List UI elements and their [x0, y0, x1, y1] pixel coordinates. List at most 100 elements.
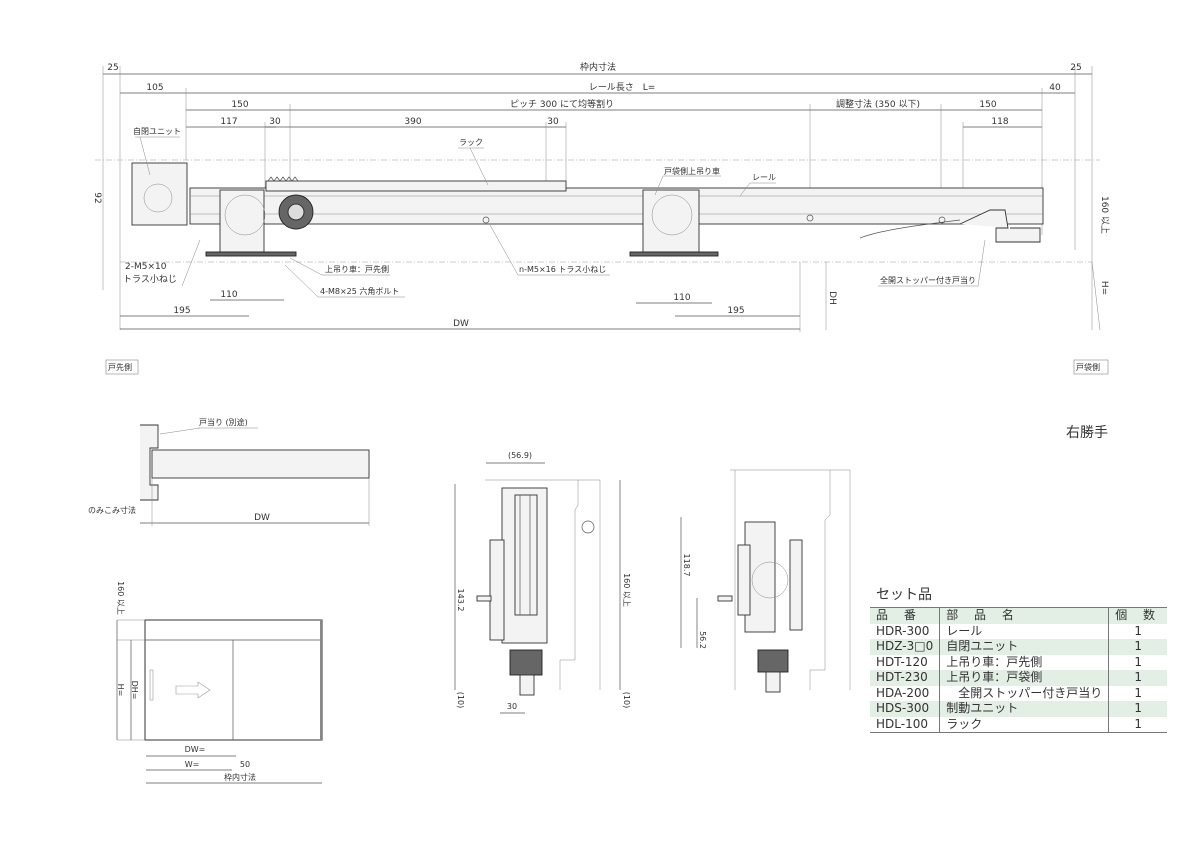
- label-screw-n: n-M5×16 トラス小ねじ: [519, 265, 606, 274]
- stopper: [959, 209, 1041, 243]
- dim-110-right: 110: [673, 293, 690, 303]
- label-front-side: 戸先側: [108, 362, 132, 372]
- sec-10-right: (10): [622, 692, 631, 708]
- label-bolt: 4-M8×25 六角ボルト: [320, 286, 399, 296]
- dim-118: 118: [991, 117, 1008, 127]
- cell-name: 自閉ユニット: [939, 639, 1110, 655]
- dim-150-left: 150: [231, 100, 248, 110]
- elevation-labels: 自閉ユニット ラック 戸袋側上吊り車 レール 2-M5×10 トラス小ねじ 上吊…: [105, 126, 1109, 441]
- cell-qty: 1: [1134, 670, 1142, 684]
- front-50: 50: [240, 760, 250, 769]
- cell-name: 全開ストッパー付き戸当り: [939, 685, 1110, 701]
- cell-name: 上吊り車：戸袋側: [939, 670, 1110, 686]
- cell-code: HDZ-3□0: [870, 639, 941, 655]
- table-header: 品 番 部 品 名 個 数: [870, 607, 1168, 624]
- plan-door-stop: 戸当り (別途): [199, 417, 248, 427]
- cell-qty: 1: [1134, 639, 1142, 653]
- dim-110-left: 110: [220, 290, 237, 300]
- dim-adjust: 調整寸法 (350 以下): [836, 98, 920, 110]
- label-rack: ラック: [459, 138, 483, 147]
- front-view: 160 以上 H= DH= DW= W= 50 枠内寸法: [116, 581, 323, 784]
- cell-code: HDR-300: [870, 623, 941, 639]
- dim-40: 40: [1049, 83, 1061, 93]
- label-screw-2m5-b: トラス小ねじ: [123, 274, 177, 285]
- dim-105: 105: [146, 83, 163, 93]
- dim-dh: DH: [827, 291, 837, 305]
- cell-code: HDT-230: [870, 670, 941, 686]
- cell-code: HDL-100: [870, 716, 941, 733]
- dim-160: 160 以上: [1099, 196, 1110, 234]
- plan-dw: DW: [254, 513, 270, 523]
- rack: [265, 180, 567, 192]
- pocket-hanger: [642, 189, 700, 253]
- front-dh: DH=: [130, 681, 139, 700]
- sec-10-left: (10): [456, 692, 465, 708]
- sec-118-7: 118.7: [682, 554, 691, 577]
- rail: [189, 187, 1044, 225]
- label-pocket-hanger: 戸袋側上吊り車: [664, 166, 720, 176]
- cell-qty: 1: [1134, 716, 1142, 731]
- label-rail: レール: [752, 173, 776, 182]
- cell-name: 上吊り車：戸先側: [939, 654, 1110, 670]
- sec-56-2: 56.2: [698, 631, 707, 649]
- dim-h: H=: [1099, 281, 1109, 295]
- plan-view: 戸当り (別途) のみこみ寸法 DW: [88, 417, 370, 526]
- dim-rail-length: レール長さ L=: [589, 82, 656, 93]
- cell-qty: 1: [1134, 623, 1142, 638]
- dim-150-right: 150: [979, 100, 996, 110]
- label-closer-unit: 自閉ユニット: [133, 126, 181, 136]
- section-view-1: (56.9) 143.2 160 以上 (10) (10) 30: [454, 451, 631, 714]
- cell-name: ラック: [939, 716, 1110, 733]
- dim-dw: DW: [453, 319, 469, 329]
- cell-name: 制動ユニット: [939, 701, 1110, 717]
- front-dw: DW=: [185, 745, 206, 754]
- sec-160: 160 以上: [622, 573, 631, 607]
- dim-30-b: 30: [547, 117, 559, 127]
- label-screw-2m5-a: 2-M5×10: [125, 262, 167, 272]
- header-qty: 個 数: [1115, 608, 1162, 622]
- cell-qty: 1: [1134, 654, 1142, 669]
- dim-92: 92: [92, 192, 102, 203]
- cell-qty: 1: [1134, 685, 1142, 700]
- plan-swallow: のみこみ寸法: [88, 505, 136, 515]
- elevation-dimensions: 枠内寸法 25 25 105 レール長さ L= 40 150 ピッチ 300 に…: [92, 61, 1110, 332]
- dim-25-left: 25: [107, 63, 118, 73]
- front-hanger: [219, 189, 265, 253]
- dim-25-right: 25: [1070, 63, 1081, 73]
- sec-30: 30: [507, 702, 517, 711]
- dim-195-left: 195: [173, 306, 190, 316]
- cell-name: レール: [939, 623, 1110, 639]
- front-160: 160 以上: [116, 581, 125, 615]
- set-table-title: セット品: [876, 587, 932, 603]
- sec-56-9: (56.9): [508, 451, 532, 460]
- cell-code: HDS-300: [870, 701, 941, 717]
- cell-qty: 1: [1134, 701, 1142, 715]
- dim-30-a: 30: [269, 117, 281, 127]
- label-pocket-side: 戸袋側: [1076, 362, 1100, 372]
- dim-117: 117: [220, 117, 237, 127]
- dim-frame-inner: 枠内寸法: [580, 61, 616, 73]
- dim-390: 390: [404, 117, 421, 127]
- front-frame-inner: 枠内寸法: [224, 772, 256, 782]
- section-view-2: 118.7 56.2: [680, 469, 851, 693]
- closer-unit: [131, 162, 188, 226]
- label-hanger-front: 上吊り車：戸先側: [325, 264, 389, 274]
- label-stopper: 全開ストッパー付き戸当り: [880, 275, 976, 285]
- front-h: H=: [116, 684, 125, 697]
- dim-pitch: ピッチ 300 にて均等割り: [510, 98, 614, 110]
- table-row: HDA-200 全開ストッパー付き戸当り 1: [870, 685, 1167, 701]
- cell-code: HDA-200: [870, 685, 941, 701]
- rail-assembly: [131, 162, 1044, 257]
- header-name: 部 品 名: [939, 607, 1110, 624]
- dim-195-right: 195: [727, 306, 744, 316]
- front-w: W=: [185, 760, 200, 769]
- header-code: 品 番: [870, 607, 941, 624]
- cell-code: HDT-120: [870, 654, 941, 670]
